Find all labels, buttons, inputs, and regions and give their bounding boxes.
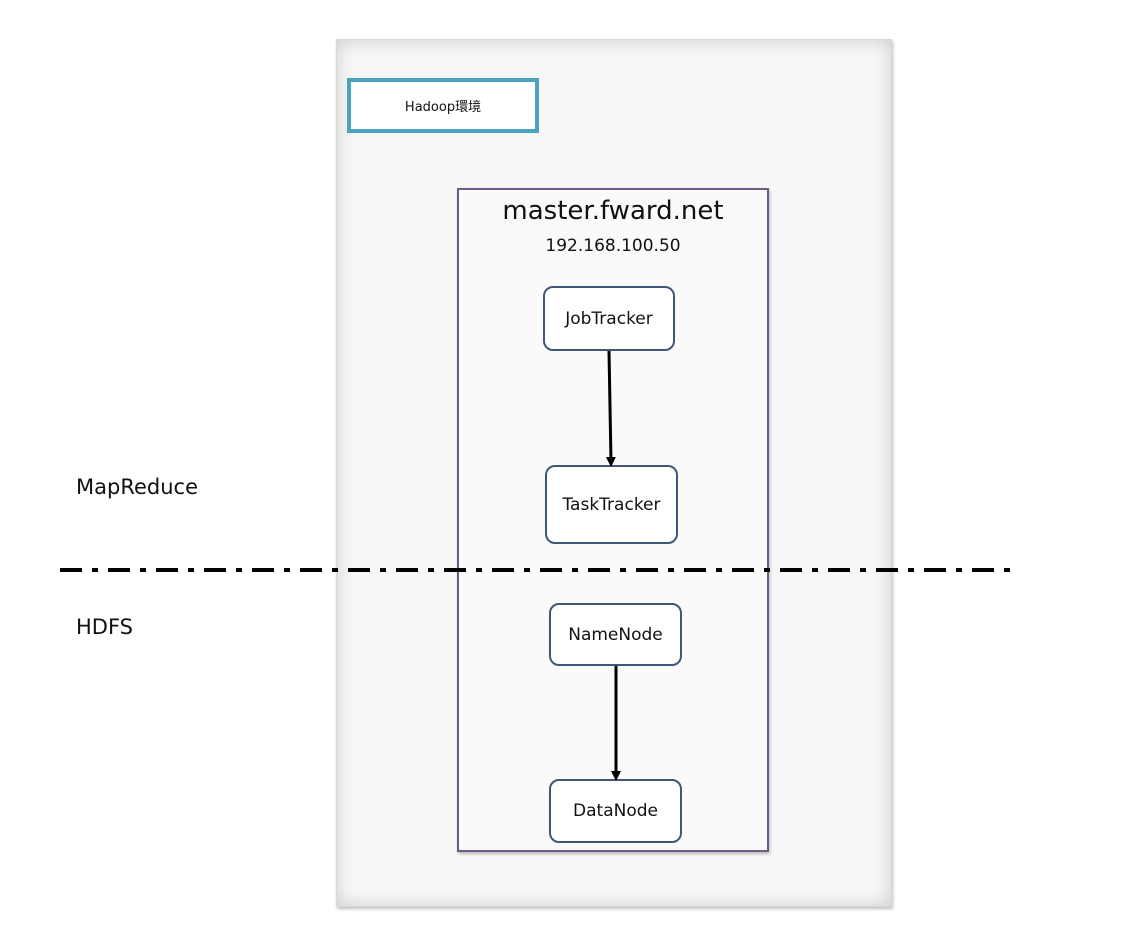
- environment-label-text: Hadoop環境: [404, 100, 482, 115]
- datanode-label: DataNode: [573, 801, 658, 821]
- namenode-label: NameNode: [568, 624, 663, 645]
- tasktracker-node: TaskTracker: [545, 465, 678, 544]
- namenode-node: NameNode: [549, 603, 682, 666]
- host-name: master.fward.net: [502, 196, 724, 226]
- datanode-node: DataNode: [549, 779, 682, 843]
- hdfs-layer-label: HDFS: [76, 615, 134, 639]
- jobtracker-node: JobTracker: [543, 286, 675, 351]
- mapreduce-layer-label: MapReduce: [76, 475, 198, 499]
- tasktracker-label: TaskTracker: [562, 494, 661, 515]
- environment-label: Hadoop環境: [347, 78, 539, 133]
- jobtracker-label: JobTracker: [565, 308, 653, 329]
- host-ip: 192.168.100.50: [545, 236, 681, 256]
